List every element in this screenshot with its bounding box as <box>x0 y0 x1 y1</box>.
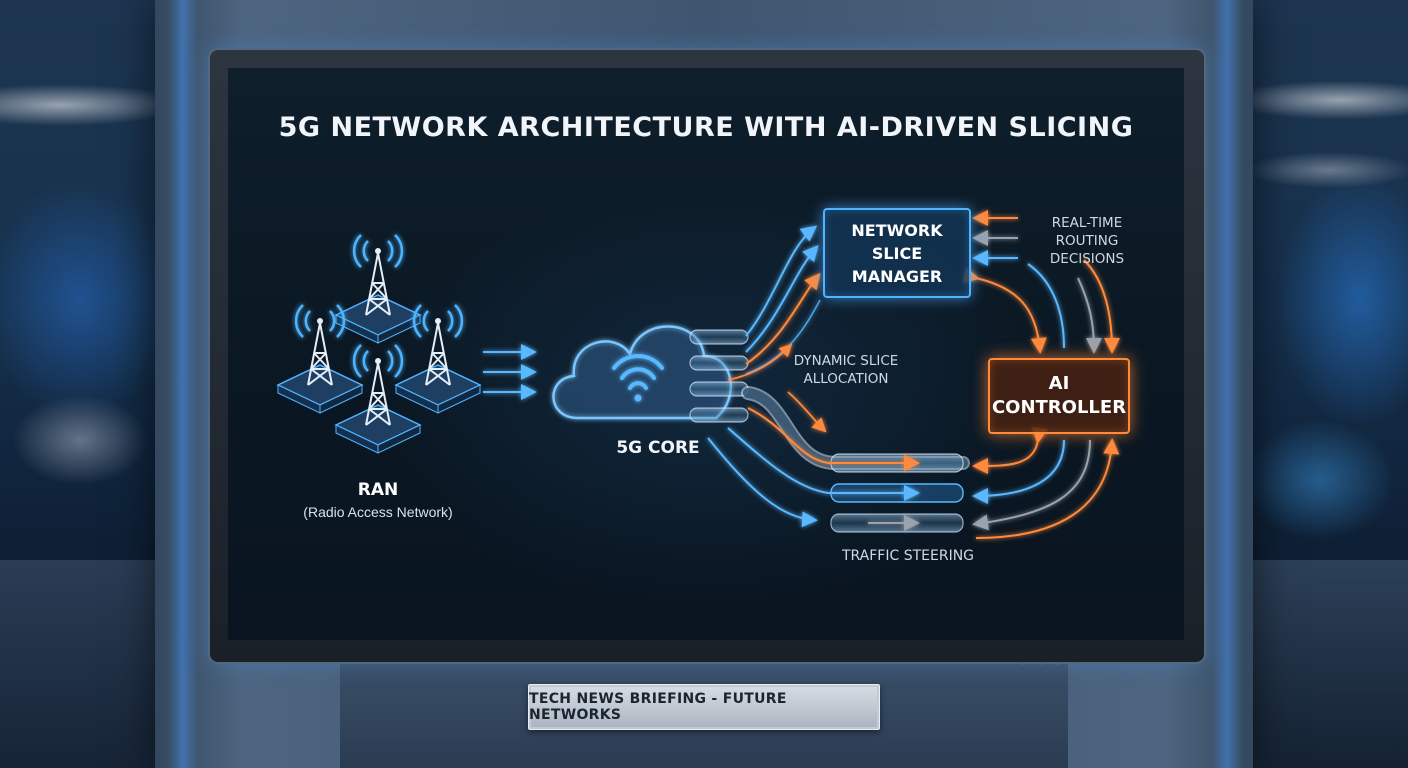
mount-glow-right <box>1212 0 1242 768</box>
core-label: 5G CORE <box>616 438 700 458</box>
realtime-routing-annotation: REAL-TIME ROUTING DECISIONS <box>1022 214 1152 268</box>
ai-controller-box: AI CONTROLLER <box>988 358 1130 434</box>
ran-sublabel: (Radio Access Network) <box>303 504 453 520</box>
dynamic-slice-line1: DYNAMIC SLICE <box>793 353 899 369</box>
ran-towers <box>276 234 482 454</box>
flows-to-slice-manager <box>727 225 821 381</box>
traffic-steering-annotation: TRAFFIC STEERING <box>841 548 975 564</box>
monitor-status-leds <box>1022 650 1092 665</box>
cell-tower-icon <box>276 304 364 414</box>
core-output-pipes <box>689 329 749 423</box>
ai-controller-label-line1: AI <box>1048 373 1070 394</box>
nameplate-text: TECH NEWS BRIEFING - FUTURE NETWORKS <box>529 691 787 723</box>
background-desk-right <box>1250 560 1408 768</box>
cell-tower-icon <box>394 304 482 414</box>
ran-to-core-arrows <box>483 344 537 400</box>
slice-manager-label-line1: NETWORK <box>851 220 943 240</box>
architecture-diagram <box>276 210 1120 539</box>
control-loops <box>962 210 1120 539</box>
ai-controller-label-line2: CONTROLLER <box>991 397 1127 418</box>
dynamic-slice-line2: ALLOCATION <box>803 371 889 387</box>
dynamic-slice-annotation: DYNAMIC SLICE ALLOCATION <box>776 352 916 388</box>
nameplate: TECH NEWS BRIEFING - FUTURE NETWORKS <box>528 684 880 730</box>
monitor: 5G NETWORK ARCHITECTURE WITH AI-DRIVEN S… <box>210 50 1204 662</box>
realtime-line1: REAL-TIME <box>1051 215 1123 231</box>
realtime-line3: DECISIONS <box>1049 251 1125 267</box>
monitor-screen: 5G NETWORK ARCHITECTURE WITH AI-DRIVEN S… <box>228 68 1184 640</box>
cell-tower-icon <box>334 234 422 344</box>
mount-glow-left <box>168 0 198 768</box>
traffic-steering-arrows <box>707 391 920 531</box>
network-slice-manager-box: NETWORK SLICE MANAGER <box>823 208 971 298</box>
slice-manager-label-line2: SLICE MANAGER <box>851 243 943 286</box>
wifi-icon <box>612 354 664 402</box>
background-desk-left <box>0 560 170 768</box>
diagram-title: 5G NETWORK ARCHITECTURE WITH AI-DRIVEN S… <box>278 112 1134 143</box>
cell-tower-icon <box>334 344 422 454</box>
realtime-line2: ROUTING <box>1055 233 1119 249</box>
ran-label: RAN <box>357 480 399 500</box>
